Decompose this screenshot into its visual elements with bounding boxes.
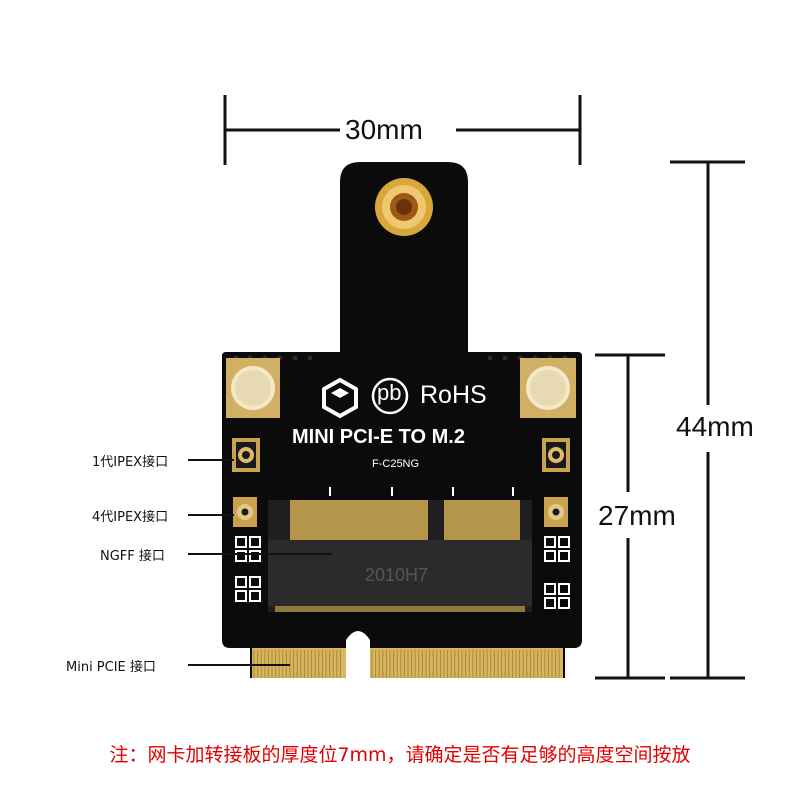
ipex4-callout: 4代IPEX接口 (92, 510, 169, 525)
right-mounting-pad (520, 358, 576, 418)
top-mounting-hole (375, 178, 433, 236)
board-model: F-C25NG (372, 458, 420, 470)
ipex1-callout: 1代IPEX接口 (92, 455, 169, 470)
ipex1-connector-left (232, 438, 260, 472)
minipcie-callout: Mini PCIE 接口 (66, 660, 156, 675)
thickness-note: 注：网卡加转接板的厚度位7mm，请确定是否有足够的高度空间按放 (109, 744, 691, 766)
ngff-callout: NGFF 接口 (100, 549, 165, 564)
board-height-label: 27mm (598, 500, 676, 531)
ipex1-connector-right (542, 438, 570, 472)
connector-marking: 2010H7 (365, 565, 429, 585)
pb-label: pb (377, 380, 402, 405)
pb-logo-icon (371, 377, 409, 415)
left-mounting-pad (226, 358, 280, 418)
board-height-dimension (595, 353, 665, 680)
total-height-dimension (670, 160, 745, 680)
gold-fingers-left (252, 648, 346, 678)
gold-finger-separators (253, 650, 560, 678)
rohs-label: RoHS (420, 381, 487, 409)
ipex4-connector-left (233, 497, 257, 527)
test-pads-right (544, 536, 570, 609)
ipex4-connector-right (544, 497, 568, 527)
board-title: MINI PCI-E TO M.2 (292, 426, 465, 448)
width-label: 30mm (345, 114, 423, 145)
test-pads-left (235, 536, 261, 602)
callout-lines (188, 459, 332, 666)
brand-logo (322, 377, 358, 419)
total-height-label: 44mm (676, 411, 754, 442)
width-dimension (223, 95, 582, 165)
ngff-connector (268, 487, 532, 612)
